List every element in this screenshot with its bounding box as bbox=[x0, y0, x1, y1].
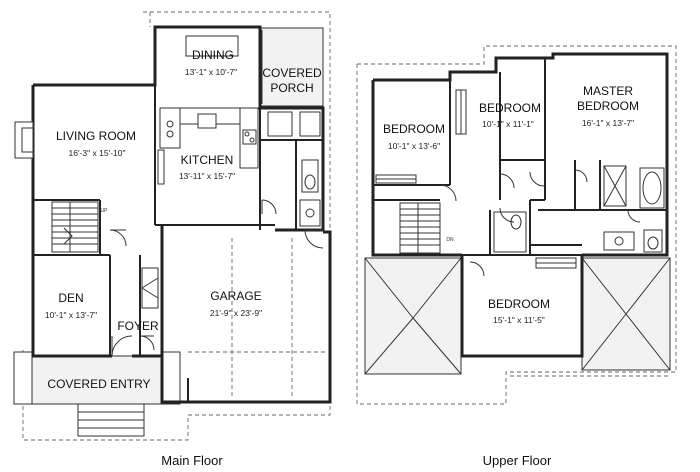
dining-table bbox=[185, 35, 239, 57]
main-floor-caption: Main Floor bbox=[161, 453, 223, 468]
main-floor-plan: UP bbox=[13, 11, 332, 468]
upper-bath-fixtures bbox=[493, 165, 665, 253]
covered-porch-name-line1: COVERED bbox=[262, 66, 322, 80]
covered-entry-area bbox=[31, 355, 163, 405]
upper-floor-plan: DN BEDROOM 10'-1" x 13'-6" BEDROOM 10'- bbox=[356, 45, 677, 468]
upper-floor-caption: Upper Floor bbox=[483, 453, 552, 468]
kitchen-dims: 13'-11" x 15'-7" bbox=[179, 171, 235, 181]
covered-porch-name-line2: PORCH bbox=[270, 81, 313, 95]
bedroom-bottom-name: BEDROOM bbox=[488, 297, 550, 311]
bath-fixtures bbox=[267, 111, 321, 227]
stair-down-label: DN bbox=[446, 237, 454, 243]
master-bedroom-dims: 16'-1" x 13'-7" bbox=[582, 118, 634, 128]
garage-name: GARAGE bbox=[210, 289, 261, 303]
bedroom-left-dims: 10'-1" x 13'-6" bbox=[388, 141, 440, 151]
kitchen-fixtures bbox=[157, 107, 259, 185]
master-bedroom-name-line2: BEDROOM bbox=[577, 99, 639, 113]
dining-name: DINING bbox=[192, 48, 234, 62]
covered-porch-area bbox=[258, 27, 324, 107]
dining-dims: 13'-1" x 10'-7" bbox=[185, 67, 237, 77]
garage-dims: 21'-9" x 23'-9" bbox=[210, 308, 262, 318]
bedroom-center-dims: 10'-1" x 11'-1" bbox=[482, 119, 534, 129]
kitchen-name: KITCHEN bbox=[181, 153, 234, 167]
bedroom-center-name: BEDROOM bbox=[479, 101, 541, 115]
upper-stair: DN bbox=[399, 202, 454, 254]
covered-entry-name: COVERED ENTRY bbox=[47, 377, 150, 391]
foyer-name: FOYER bbox=[117, 319, 159, 333]
living-room-dims: 16'-3" x 15'-10" bbox=[68, 148, 125, 158]
master-bedroom-name-line1: MASTER bbox=[583, 84, 633, 98]
den-dims: 10'-1" x 13'-7" bbox=[45, 310, 97, 320]
bedroom-left-name: BEDROOM bbox=[383, 122, 445, 136]
den-name: DEN bbox=[58, 291, 83, 305]
main-stair: UP bbox=[51, 201, 109, 253]
living-room-name: LIVING ROOM bbox=[56, 129, 136, 143]
stair-up-label: UP bbox=[101, 208, 109, 214]
bedroom-bottom-dims: 15'-1" x 11'-5" bbox=[493, 315, 545, 325]
